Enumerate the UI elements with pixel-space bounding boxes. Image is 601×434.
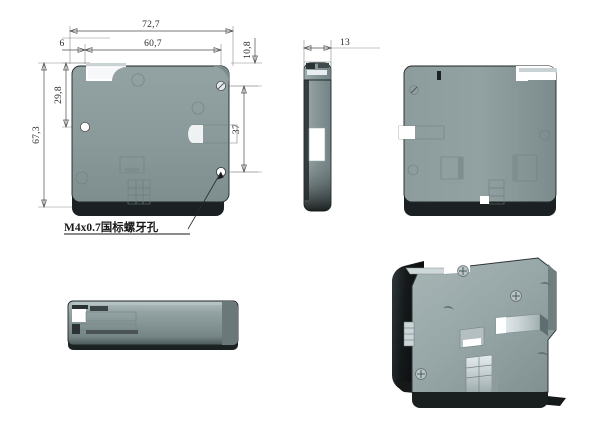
top-latch-dark-lower [72, 324, 80, 334]
rear-connector-ribs [489, 187, 504, 197]
front-center-recess [119, 156, 145, 174]
front-hole-bottom-left [75, 171, 89, 185]
dimension-top-offset: 10,8 [243, 38, 258, 65]
side-view-group: 13 [302, 38, 380, 212]
rear-connector-gap [480, 196, 489, 204]
side-view-body [303, 61, 332, 212]
top-view-group [67, 300, 239, 350]
front-notch-edge [86, 63, 126, 67]
side-latch-dark-a [306, 63, 315, 69]
dimension-hole-height: 29,8 [54, 61, 69, 129]
rear-view-group [398, 65, 557, 216]
top-view-right-end [222, 302, 238, 345]
side-latch-dark-b [318, 63, 329, 68]
dimension-overall-width: 72,7 [68, 20, 235, 34]
front-view-body [71, 63, 238, 216]
dimension-left-offset: 6 [59, 39, 87, 53]
iso-connector-side [492, 355, 498, 396]
top-latch-dark-bar [90, 306, 108, 311]
rear-latch-tip [399, 126, 415, 139]
top-latch-shadow-line [86, 330, 138, 334]
rear-hole-right [539, 129, 551, 141]
top-latch-white [72, 308, 86, 322]
iso-right-edge [548, 264, 556, 330]
note-thread-hole: M4x0.7国标螺牙孔 [64, 220, 159, 234]
rear-main-plate [403, 65, 557, 203]
dimension-value-6: 6 [59, 39, 64, 49]
isometric-view-group [391, 257, 566, 408]
rear-hole-left-lower [407, 164, 419, 176]
front-main-plate [71, 65, 230, 203]
rear-screw-top-left [409, 85, 419, 95]
top-latch-tongue [85, 311, 137, 322]
front-hole-left-thread [80, 122, 91, 133]
side-left-edge [304, 80, 309, 200]
side-shadow [304, 150, 331, 211]
rear-notch-step [516, 72, 528, 81]
iso-connector-ribs [403, 321, 415, 347]
iso-latch-side [540, 314, 548, 336]
iso-hole-crescent-left [443, 306, 454, 310]
leader-arrowhead [217, 172, 224, 180]
iso-hole-crescent-top [540, 282, 551, 286]
front-corner-fillet [213, 66, 230, 84]
top-latch-dark-top [72, 305, 88, 309]
dimension-value-13: 13 [340, 38, 350, 48]
rear-boss-left-side [458, 157, 463, 179]
side-latch-light [307, 70, 327, 75]
dimension-value-29-8: 29,8 [54, 86, 64, 104]
front-connector-ribs [128, 180, 150, 204]
front-hole-mid [191, 101, 205, 115]
thread-hole-annotation: M4x0.7国标螺牙孔 [64, 171, 224, 235]
dimension-overall-height: 67,3 [32, 61, 47, 209]
rear-notch-bar [519, 68, 557, 72]
dimension-value-10-8: 10,8 [243, 41, 253, 59]
rear-top-slot [437, 71, 441, 80]
front-center-recess-slot [125, 168, 139, 172]
top-view-highlight [73, 302, 231, 305]
iso-screw-bottom-left [415, 368, 427, 380]
iso-base-trim [412, 392, 548, 408]
iso-screw-top-center [457, 265, 469, 277]
side-window [308, 127, 326, 162]
front-notch-inner [88, 68, 123, 79]
iso-screw-right [510, 290, 522, 302]
iso-top-tab [405, 267, 449, 275]
front-hole-upper-center [131, 73, 145, 87]
rear-boss-right-side [513, 155, 518, 181]
side-extension-lines [303, 40, 380, 62]
iso-hole-crescent-bottom [537, 352, 548, 356]
iso-latch-tip [496, 317, 506, 334]
dimension-depth: 13 [302, 38, 350, 51]
front-latch-tongue-tip [188, 125, 203, 143]
front-extension-lines [38, 26, 262, 208]
front-view-group: 72,7 60,7 6 67,3 29,8 [32, 20, 262, 235]
dimension-value-72-7: 72,7 [142, 20, 160, 30]
dimension-value-60-7: 60,7 [144, 39, 162, 49]
rear-screw-slot [410, 86, 418, 94]
dimension-inner-width: 60,7 [83, 39, 223, 53]
front-screw-slot [217, 82, 225, 90]
iso-connector-lines [465, 357, 493, 393]
iso-center-recess-slot [463, 338, 481, 347]
dimension-value-67-3: 67,3 [32, 126, 42, 144]
